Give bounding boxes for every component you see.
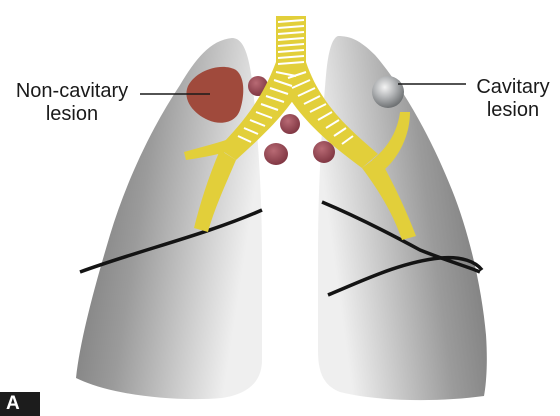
cavitary-lesion <box>372 76 404 108</box>
lymph-node <box>280 114 300 134</box>
lymph-node <box>313 141 335 163</box>
non-cavitary-label-line2: lesion <box>8 103 136 126</box>
cavitary-lesion-label: Cavitary lesion <box>468 76 558 122</box>
cavitary-label-line2: lesion <box>468 99 558 122</box>
non-cavitary-label-line1: Non-cavitary <box>8 80 136 103</box>
non-cavitary-lesion-label: Non-cavitary lesion <box>8 80 136 126</box>
panel-letter: A <box>0 392 40 416</box>
cavitary-label-line1: Cavitary <box>468 76 558 99</box>
lymph-node <box>264 143 288 165</box>
